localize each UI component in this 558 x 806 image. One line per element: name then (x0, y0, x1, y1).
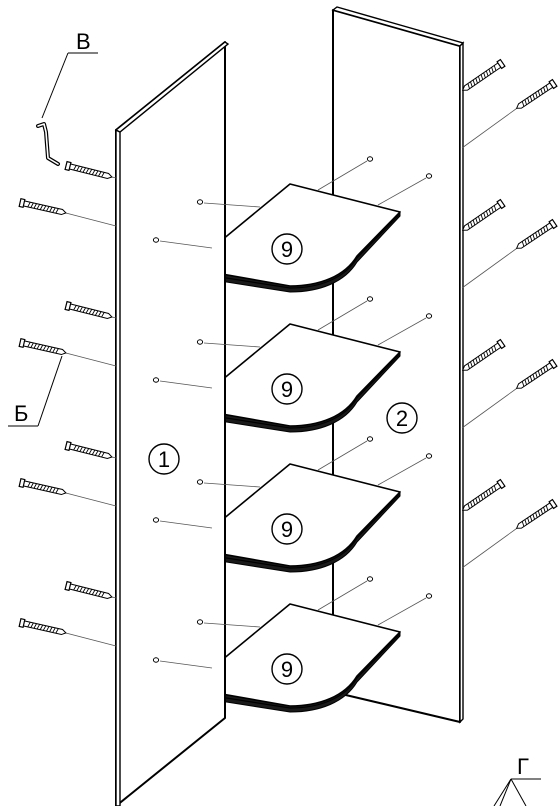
assembly-hole (366, 156, 374, 162)
leader-line (317, 300, 368, 331)
callout-left-panel: 1 (148, 443, 180, 475)
leader-line (159, 520, 213, 529)
callout-shelf-text: 9 (281, 377, 293, 402)
assembly-hole (366, 296, 374, 302)
leader-line (461, 385, 521, 429)
callout-right-panel: 2 (386, 402, 418, 434)
screw-icon (64, 160, 113, 180)
leader-line (317, 440, 368, 471)
assembly-hole (366, 436, 374, 442)
assembly-hole (425, 173, 433, 179)
screw-icon (461, 478, 506, 511)
leader-line (317, 160, 368, 191)
leader-line (203, 342, 261, 348)
callout-shelf: 9 (271, 233, 303, 265)
callout-shelf-text: 9 (281, 237, 293, 262)
screw-icon (515, 498, 558, 529)
screw-icon (18, 337, 67, 356)
screw-icon (64, 440, 113, 460)
leader-line (203, 202, 261, 208)
screw-icon (18, 197, 67, 216)
screw-icon (461, 198, 506, 231)
leader-line (203, 482, 261, 488)
assembly-holes (152, 156, 433, 663)
hex-key-label: В (41, 29, 98, 119)
callout-right-panel-text: 2 (396, 406, 408, 431)
screw-icon (461, 58, 506, 91)
callout-shelf: 9 (271, 513, 303, 545)
assembly-hole (425, 593, 433, 599)
assembly-hole (152, 657, 160, 663)
screw-icon (18, 477, 67, 496)
leader-line (61, 351, 117, 367)
assembly-hole (425, 313, 433, 319)
screw-label-text: Б (14, 401, 28, 426)
assembly-hole (196, 199, 204, 205)
left-panel (114, 41, 230, 806)
screw-icon (64, 300, 113, 320)
bottom-label: Г (493, 754, 541, 806)
bottom-label-text: Г (517, 754, 529, 779)
callout-shelf: 9 (271, 373, 303, 405)
callout-shelf-text: 9 (281, 657, 293, 682)
assembly-hole (425, 453, 433, 459)
leader-line (377, 597, 427, 626)
assembly-hole (366, 576, 374, 582)
assembly-hole (196, 619, 204, 625)
assembly-hole (152, 377, 160, 383)
screw-icon (515, 78, 558, 109)
screw-icon (515, 218, 558, 249)
leader-line (317, 580, 368, 611)
leader-line (377, 177, 427, 206)
callout-shelf-text: 9 (281, 517, 293, 542)
screw-icon (461, 338, 506, 371)
hex-key-icon (36, 122, 60, 166)
leader-line (461, 105, 521, 149)
leader-line (159, 380, 213, 389)
assembly-hole (152, 517, 160, 523)
leader-line (61, 211, 117, 227)
right-panel (331, 6, 465, 724)
leader-lines (61, 105, 521, 669)
leader-line (377, 457, 427, 486)
callout-left-panel-text: 1 (158, 447, 170, 472)
leader-line (159, 240, 213, 249)
leader-line (377, 317, 427, 346)
screws (18, 58, 558, 636)
leader-line (461, 245, 521, 289)
callout-shelf: 9 (271, 653, 303, 685)
screw-label: Б (8, 355, 63, 427)
assembly-hole (152, 237, 160, 243)
shelf-callouts: 9 9 9 9 (271, 233, 303, 685)
assembly-hole (196, 479, 204, 485)
key-label-text: В (76, 29, 91, 54)
screw-icon (64, 580, 113, 600)
leader-line (61, 631, 117, 647)
leader-line (203, 622, 261, 628)
leader-line (461, 525, 521, 569)
leader-line (61, 491, 117, 507)
assembly-hole (196, 339, 204, 345)
screw-icon (515, 358, 558, 389)
screw-icon (18, 617, 67, 636)
leader-line (159, 660, 213, 669)
